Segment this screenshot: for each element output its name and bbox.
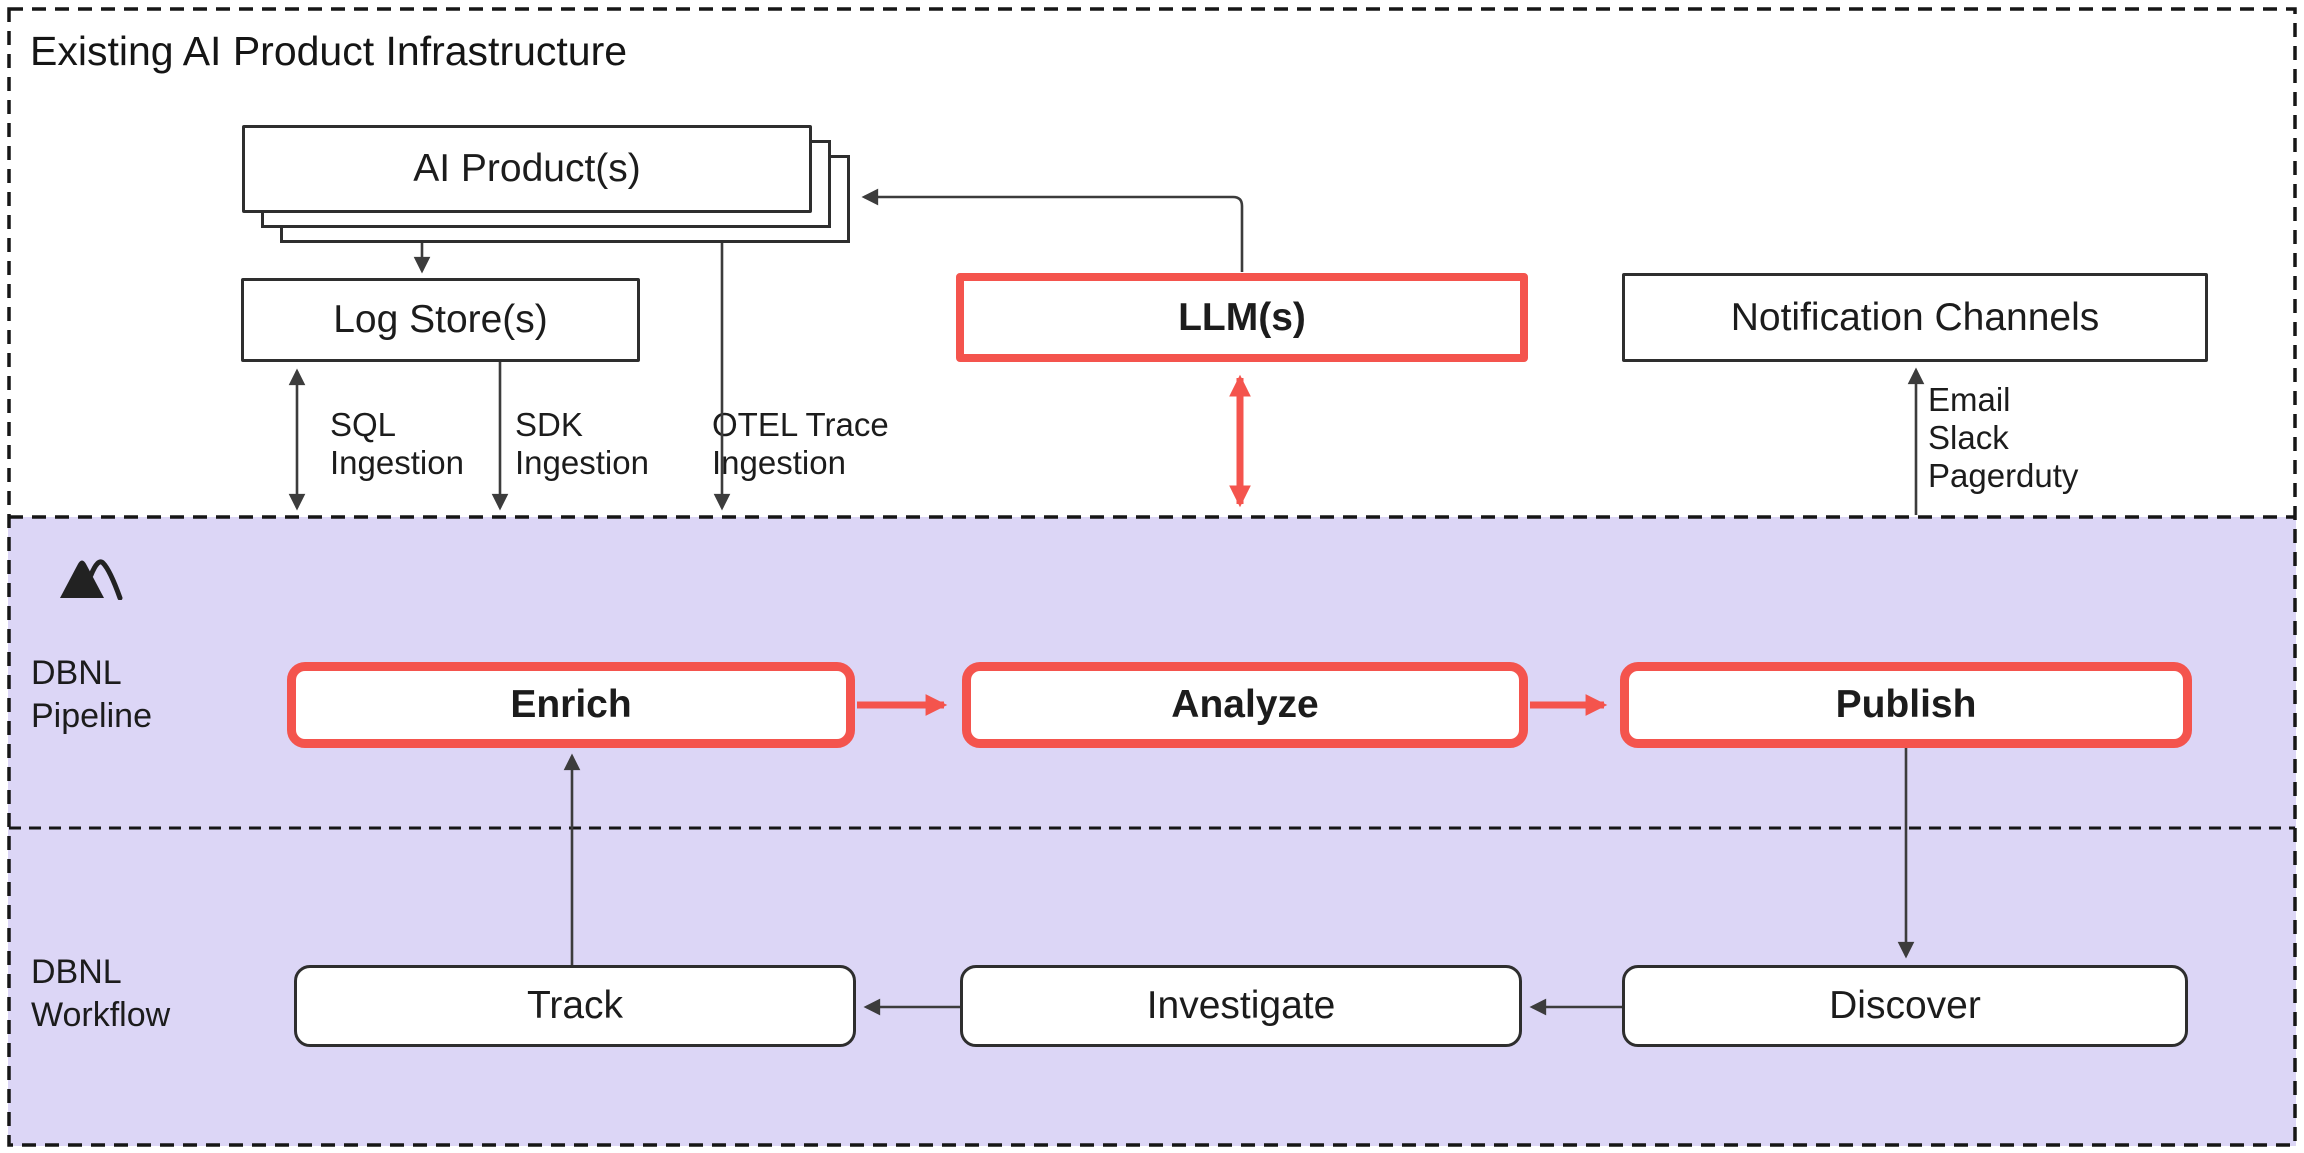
discover-box: Discover	[1622, 965, 2188, 1047]
discover-label: Discover	[1829, 984, 1981, 1027]
ai-products-box: AI Product(s)	[242, 125, 812, 213]
publish-box: Publish	[1620, 662, 2192, 748]
log-stores-label: Log Store(s)	[333, 298, 548, 341]
notification-types-label: Email Slack Pagerduty	[1928, 381, 2079, 494]
log-stores-box: Log Store(s)	[241, 278, 640, 362]
sdk-ingestion-label: SDK Ingestion	[515, 406, 649, 481]
ai-products-label: AI Product(s)	[413, 147, 641, 190]
analyze-box: Analyze	[962, 662, 1528, 748]
investigate-box: Investigate	[960, 965, 1522, 1047]
arrow-llm-to-aiproducts	[861, 188, 1244, 272]
analyze-label: Analyze	[1171, 683, 1319, 726]
llms-box: LLM(s)	[956, 273, 1528, 362]
infrastructure-title: Existing AI Product Infrastructure	[30, 28, 628, 74]
otel-ingestion-label: OTEL Trace Ingestion	[712, 406, 889, 481]
sql-ingestion-label: SQL Ingestion	[330, 406, 464, 481]
llms-label: LLM(s)	[1178, 295, 1306, 339]
pipeline-section-label: DBNL Pipeline	[31, 654, 152, 735]
mountain-icon	[60, 559, 123, 600]
investigate-label: Investigate	[1146, 984, 1336, 1027]
publish-label: Publish	[1835, 683, 1977, 726]
notification-channels-label: Notification Channels	[1730, 295, 2100, 339]
workflow-section-label: DBNL Workflow	[31, 953, 171, 1034]
enrich-label: Enrich	[510, 683, 632, 726]
track-label: Track	[526, 984, 624, 1027]
notification-channels-box: Notification Channels	[1622, 273, 2208, 362]
enrich-box: Enrich	[287, 662, 855, 748]
track-box: Track	[294, 965, 856, 1047]
